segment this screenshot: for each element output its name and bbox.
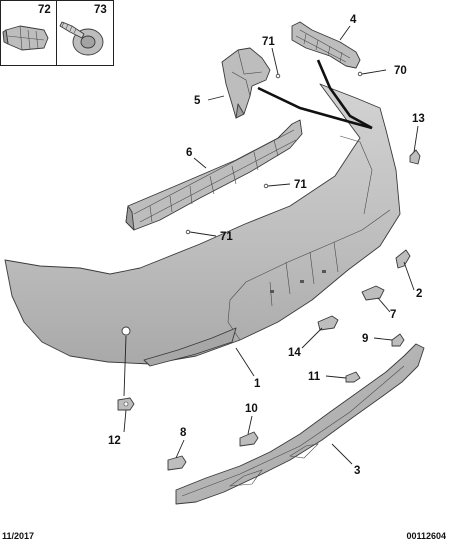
callout-6: 6 xyxy=(186,147,192,159)
inset-label-73: 73 xyxy=(94,4,107,16)
callout-2: 2 xyxy=(416,288,422,300)
callout-1: 1 xyxy=(254,378,261,390)
thick-link-line-2 xyxy=(257,86,373,130)
callout-14: 14 xyxy=(288,347,301,359)
callout-5: 5 xyxy=(194,95,201,107)
callout-4: 4 xyxy=(350,14,357,26)
screw-71a-marker xyxy=(275,73,281,79)
callout-10: 10 xyxy=(245,403,258,415)
thick-link-line xyxy=(316,59,373,130)
callout-7: 7 xyxy=(390,309,396,321)
part-12-clip xyxy=(117,397,135,411)
part-1-bumper xyxy=(4,83,401,367)
part-13-clip xyxy=(409,149,421,165)
part-8-reflector xyxy=(167,455,187,471)
part-4-bracket xyxy=(291,21,361,69)
leader-lines xyxy=(123,25,419,465)
callout-13: 13 xyxy=(412,113,425,125)
part-14-bracket xyxy=(317,315,339,331)
clip-72-icon xyxy=(2,25,49,51)
part-11-clip xyxy=(345,371,361,383)
screw-71c-marker xyxy=(185,229,191,235)
callout-71-low: 71 xyxy=(220,231,233,243)
sensor-hole-icon xyxy=(121,326,131,336)
callout-8: 8 xyxy=(180,427,187,439)
callouts: 4 71 70 5 13 6 71 71 2 7 9 14 1 11 10 8 … xyxy=(108,14,425,477)
callout-9: 9 xyxy=(362,333,368,345)
part-9-clip xyxy=(391,333,405,347)
callout-3: 3 xyxy=(354,465,360,477)
callout-71-top: 71 xyxy=(262,36,275,48)
callout-71-mid: 71 xyxy=(294,179,307,191)
inset-label-72: 72 xyxy=(38,4,51,16)
screw-73-icon xyxy=(59,21,104,56)
inset-panel: 72 73 xyxy=(0,0,114,66)
screw-70-marker xyxy=(357,71,363,77)
screw-71b-marker xyxy=(263,183,269,189)
footer-code: 00112604 xyxy=(406,531,446,541)
part-2-clip xyxy=(395,249,411,269)
callout-11: 11 xyxy=(308,371,321,383)
part-3-diffuser xyxy=(175,343,425,505)
callout-70: 70 xyxy=(394,65,407,77)
part-5-bracket xyxy=(221,47,271,119)
part-6-absorber xyxy=(125,119,303,231)
part-7-bracket xyxy=(361,285,385,301)
part-10-reflector xyxy=(239,431,259,447)
footer-date: 11/2017 xyxy=(2,531,35,541)
callout-12: 12 xyxy=(108,435,121,447)
